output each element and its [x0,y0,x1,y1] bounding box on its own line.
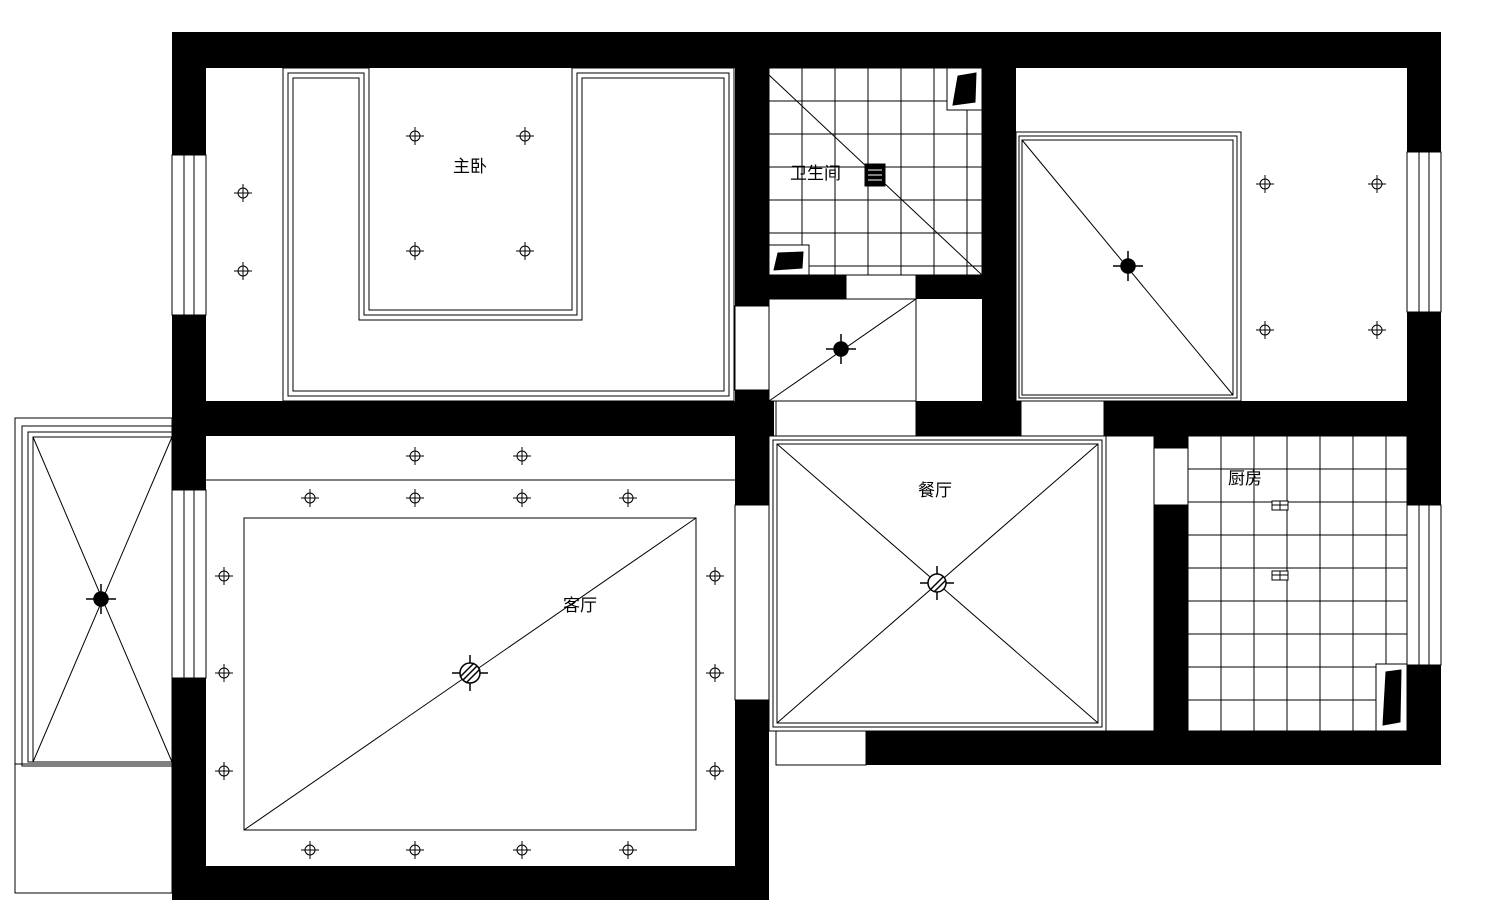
crosshair-light-icon [406,447,424,465]
exhaust-fan-icon [864,163,886,187]
crosshair-light-icon [1256,175,1274,193]
crosshair-light-icon [516,242,534,260]
crosshair-light-icon [406,841,424,859]
crosshair-light-icon [513,447,531,465]
crosshair-light-icon [406,242,424,260]
crosshair-light-icon [234,184,252,202]
master-bedroom [282,67,735,402]
windows [171,151,1442,679]
crosshair-light-icon [706,762,724,780]
balcony [14,417,173,894]
crosshair-light-icon [516,127,534,145]
room-label-living-room: 客厅 [563,596,597,616]
room-label-master-bedroom: 主卧 [453,157,487,177]
kitchen-tiles [1187,435,1408,732]
kitchen-tile-grid [1188,436,1407,731]
crosshair-light-icon [1368,175,1386,193]
kitchen-fixtures [1375,663,1408,732]
room-label-kitchen: 厨房 [1228,469,1262,489]
crosshair-light-icon [406,489,424,507]
crosshair-light-icon [301,841,319,859]
downlights [215,127,1386,859]
room-label-dining-room: 餐厅 [918,481,952,501]
room-label-bathroom: 卫生间 [790,164,841,184]
bathroom-tiles [768,67,983,276]
hatched-ceiling-lamp-icon [920,566,954,600]
hatched-ceiling-lamp-icon [452,655,488,691]
crosshair-light-icon [406,127,424,145]
crosshair-light-icon [1256,321,1274,339]
ceiling-lamp-icon [86,584,116,614]
crosshair-light-icon [215,762,233,780]
bathroom-fixtures [768,67,983,276]
crosshair-light-icon [234,262,252,280]
walls [172,32,1441,900]
crosshair-light-icon [215,664,233,682]
ceiling-lamp-icon [826,334,856,364]
vent-icon [1271,500,1289,511]
door-openings [734,274,1189,766]
crosshair-light-icon [619,489,637,507]
crosshair-light-icon [1368,321,1386,339]
crosshair-light-icon [301,489,319,507]
vent-icon [1271,570,1289,581]
dining-room [768,435,1155,732]
crosshair-light-icon [619,841,637,859]
crosshair-light-icon [215,567,233,585]
ceiling-lamp-icon [1113,251,1143,281]
crosshair-light-icon [706,567,724,585]
crosshair-light-icon [513,489,531,507]
crosshair-light-icon [706,664,724,682]
crosshair-light-icon [513,841,531,859]
